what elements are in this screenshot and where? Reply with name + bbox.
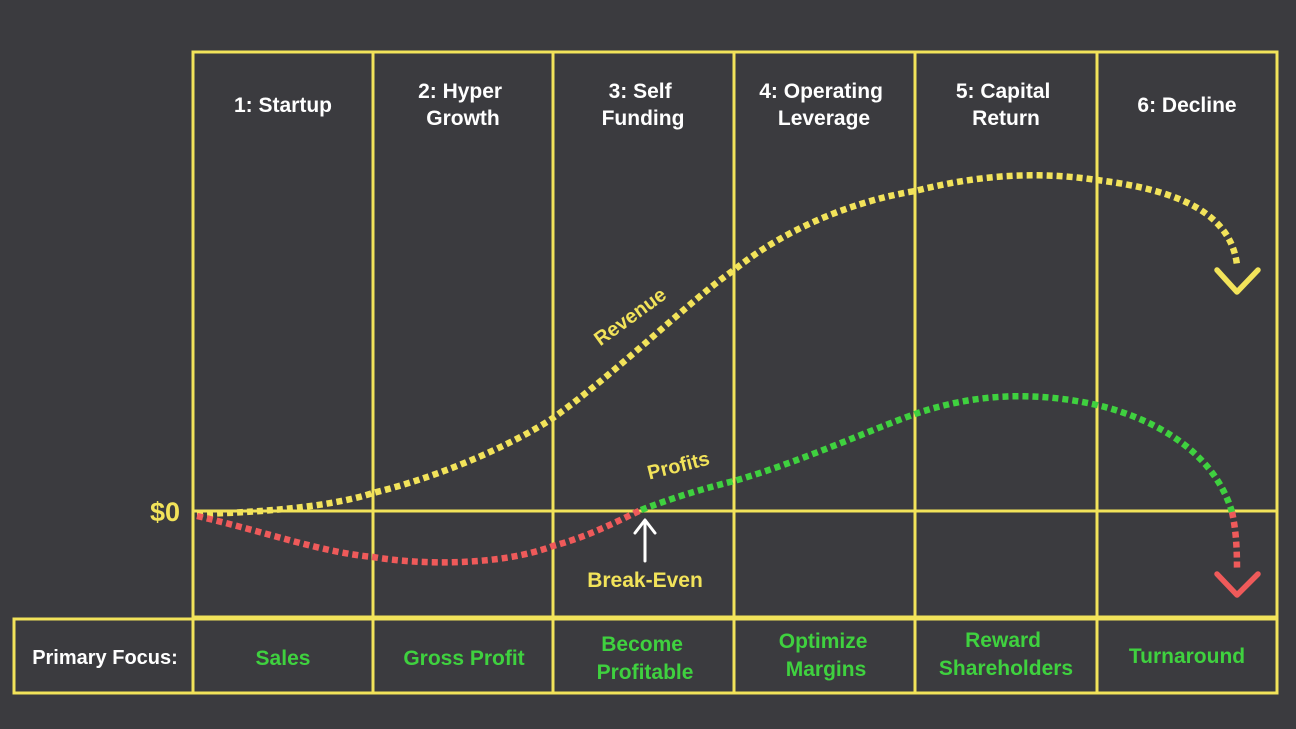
stage-4-title: 4: Operating Leverage (759, 80, 889, 130)
focus-stage-3: Become Profitable (597, 633, 694, 684)
break-even-label: Break-Even (587, 569, 703, 592)
stage-3-title-line-2: Funding (602, 107, 685, 130)
stage-headers: 1: Startup 2: Hyper Growth 3: Self Fundi… (234, 80, 1237, 130)
stage-5-title-line-1: 5: Capital (956, 80, 1051, 103)
focus-stage-2: Gross Profit (403, 647, 524, 670)
focus-stage-1: Sales (256, 647, 311, 670)
focus-stage-6-line-1: Turnaround (1129, 645, 1245, 668)
profit-curve-decline (1228, 511, 1241, 571)
profit-curve-negative (196, 507, 643, 566)
stage-2-title: 2: Hyper Growth (418, 80, 508, 130)
zero-label: $0 (150, 497, 180, 527)
up-arrow-icon (633, 518, 657, 563)
stage-2-title-line-2: Growth (426, 107, 500, 130)
stage-4-title-line-1: 4: Operating (759, 80, 883, 103)
focus-stage-2-line-1: Gross Profit (403, 647, 524, 670)
focus-stage-3-line-2: Profitable (597, 661, 694, 684)
stage-5-title: 5: Capital Return (956, 80, 1056, 130)
focus-items: Sales Gross Profit Become Profitable Opt… (256, 629, 1246, 684)
revenue-curve (196, 172, 1241, 518)
focus-stage-1-line-1: Sales (256, 647, 311, 670)
focus-stage-6: Turnaround (1129, 645, 1245, 668)
stage-1-title: 1: Startup (234, 94, 332, 117)
stage-5-title-line-2: Return (972, 107, 1040, 130)
stage-6-title-line-1: 6: Decline (1137, 94, 1236, 117)
profit-curve-positive (639, 393, 1236, 514)
focus-stage-4-line-2: Margins (786, 658, 867, 681)
stage-1-title-line-1: 1: Startup (234, 94, 332, 117)
stage-4-title-line-2: Leverage (778, 107, 870, 130)
profit-end-arrow-icon (1214, 571, 1261, 598)
focus-stage-5-line-2: Shareholders (939, 657, 1073, 680)
focus-stage-5-line-1: Reward (965, 629, 1041, 652)
stage-grid (12, 50, 1279, 695)
primary-focus-row (12, 617, 1279, 695)
revenue-label: Revenue (590, 284, 670, 351)
focus-stage-3-line-1: Become (601, 633, 683, 656)
profits-label: Profits (645, 448, 712, 485)
stage-2-title-line-1: 2: Hyper (418, 80, 502, 103)
stage-3-title: 3: Self Funding (602, 80, 685, 130)
focus-stage-4-line-1: Optimize (779, 630, 868, 653)
revenue-end-arrow-icon (1214, 267, 1261, 295)
focus-stage-5: Reward Shareholders (939, 629, 1073, 680)
stage-3-title-line-1: 3: Self (609, 80, 673, 103)
focus-stage-4: Optimize Margins (779, 630, 874, 681)
stage-6-title: 6: Decline (1137, 94, 1236, 117)
primary-focus-label: Primary Focus: (32, 647, 178, 669)
